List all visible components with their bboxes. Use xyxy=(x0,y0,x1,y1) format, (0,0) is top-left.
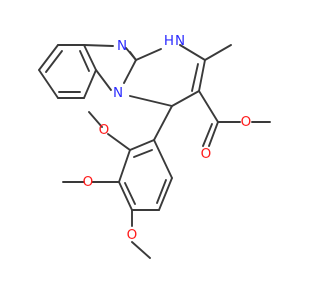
atom-nh-nitrogen: N xyxy=(175,33,185,49)
atom-o-methoxy-2: O xyxy=(99,122,110,138)
atom-o-carbonyl: O xyxy=(201,146,212,162)
atom-nh-hydrogen: H xyxy=(164,33,174,49)
bonds xyxy=(38,44,271,259)
atom-labels: N H N N O O O O O xyxy=(83,33,252,243)
atom-o-methoxy-4: O xyxy=(127,227,138,243)
atom-o-ester: O xyxy=(241,114,252,130)
atom-n-bridge: N xyxy=(113,85,123,101)
molecule-structure: N H N N O O O O O xyxy=(38,33,271,259)
atom-n-imine: N xyxy=(117,38,127,54)
atom-o-methoxy-3: O xyxy=(83,174,94,190)
